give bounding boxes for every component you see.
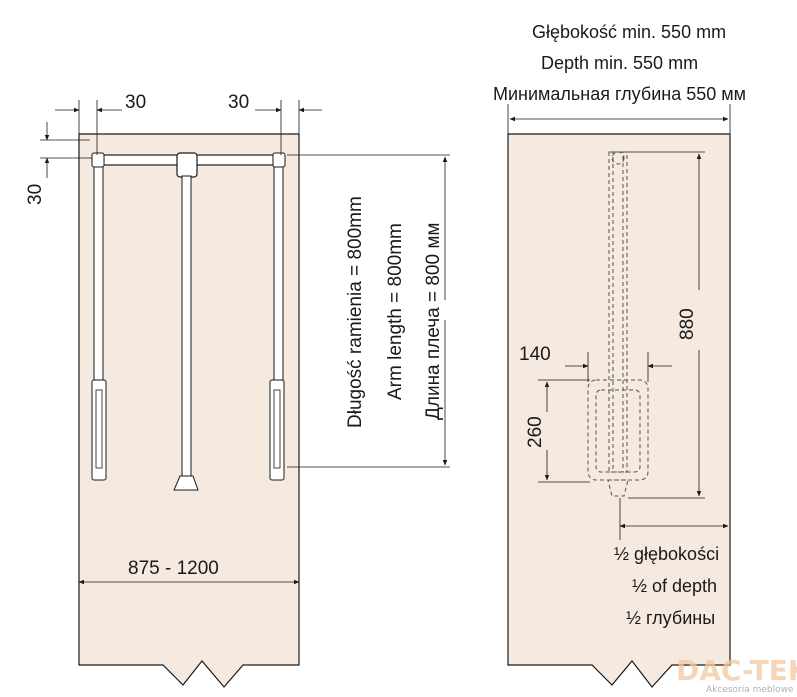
center-connector	[176, 152, 198, 178]
dim-width-range: 875 - 1200	[128, 558, 219, 579]
dim-880: 880	[677, 308, 698, 340]
dim-left-30: 30	[125, 92, 146, 113]
side-view: Głębokość min. 550 mm Depth min. 550 mm …	[493, 22, 746, 688]
pull-handle	[173, 475, 199, 491]
arm-length-en: Arm length = 800mm	[385, 223, 406, 400]
front-view: 30 30 30 Długość ramienia = 800mm Arm le…	[25, 92, 450, 688]
right-mount-plate	[269, 379, 285, 481]
side-cabinet-panel	[507, 133, 731, 688]
depth-label-en: Depth min. 550 mm	[541, 53, 698, 73]
depth-label-ru: Минимальная глубина 550 мм	[493, 84, 746, 104]
half-depth-ru: ½ глубины	[626, 608, 715, 628]
svg-text:Akcesoria meblowe: Akcesoria meblowe	[706, 685, 794, 695]
dim-140: 140	[519, 344, 551, 365]
arm-length-pl: Długość ramienia = 800mm	[345, 196, 366, 428]
half-depth-pl: ½ głębokości	[614, 544, 719, 564]
left-mount-plate	[91, 379, 107, 481]
half-depth-en: ½ of depth	[632, 576, 717, 596]
dac-tek-logo: DAC-TEK Akcesoria meblowe	[676, 654, 797, 695]
arm-length-ru: Длина плеча = 800 мм	[423, 223, 444, 420]
depth-label-pl: Głębokość min. 550 mm	[532, 22, 726, 42]
mechanism-outline	[587, 151, 649, 497]
center-arm	[181, 175, 192, 477]
dim-top-30: 30	[25, 184, 46, 205]
dim-right-30: 30	[228, 92, 249, 113]
dim-260: 260	[525, 416, 546, 448]
svg-text:DAC-TEK: DAC-TEK	[676, 654, 797, 687]
